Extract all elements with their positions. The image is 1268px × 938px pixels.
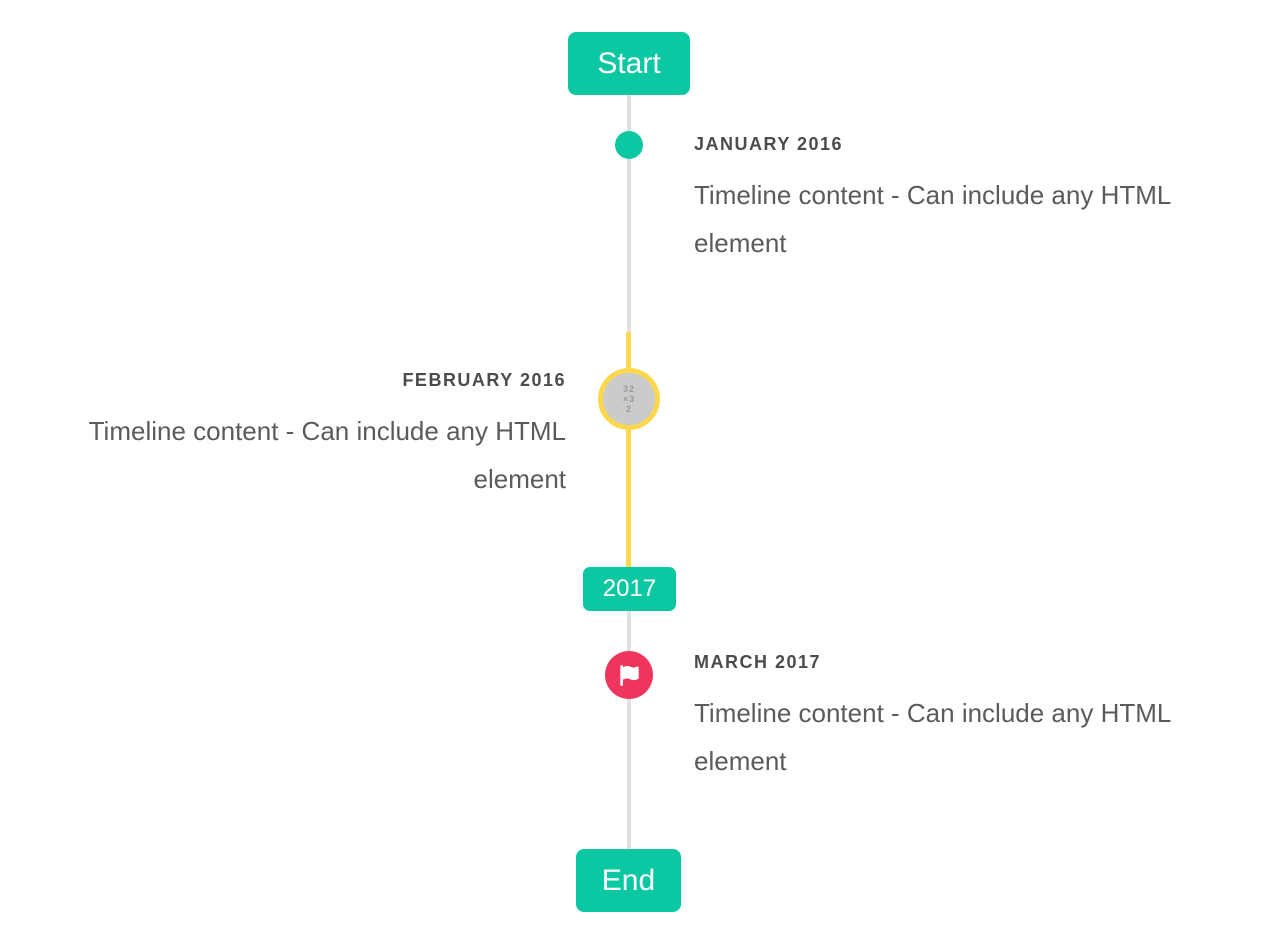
timeline-year-badge: 2017 bbox=[583, 567, 676, 611]
timeline-end-badge: End bbox=[576, 849, 681, 912]
entry-content: Timeline content - Can include any HTML … bbox=[694, 698, 1171, 776]
timeline-entry-february: FEBRUARY 2016 Timeline content - Can inc… bbox=[36, 369, 566, 503]
entry-title: MARCH 2017 bbox=[694, 652, 822, 672]
start-badge-label: Start bbox=[597, 46, 661, 80]
timeline-line-highlight bbox=[626, 332, 631, 567]
entry-title: JANUARY 2016 bbox=[694, 134, 844, 154]
year-badge-label: 2017 bbox=[602, 575, 657, 602]
broken-image-placeholder: 32×32 bbox=[622, 384, 636, 414]
timeline-entry-january: JANUARY 2016 Timeline content - Can incl… bbox=[694, 133, 1224, 267]
entry-title: FEBRUARY 2016 bbox=[402, 370, 566, 390]
timeline-node-image-placeholder: 32×32 bbox=[598, 368, 660, 430]
entry-content: Timeline content - Can include any HTML … bbox=[88, 416, 566, 494]
entry-content: Timeline content - Can include any HTML … bbox=[694, 180, 1171, 258]
end-badge-label: End bbox=[601, 863, 656, 897]
timeline-entry-march: MARCH 2017 Timeline content - Can includ… bbox=[694, 651, 1224, 785]
flag-icon bbox=[619, 664, 640, 686]
timeline-node-flag bbox=[605, 651, 653, 699]
timeline-start-badge: Start bbox=[568, 32, 690, 95]
timeline-node-dot bbox=[615, 131, 643, 159]
